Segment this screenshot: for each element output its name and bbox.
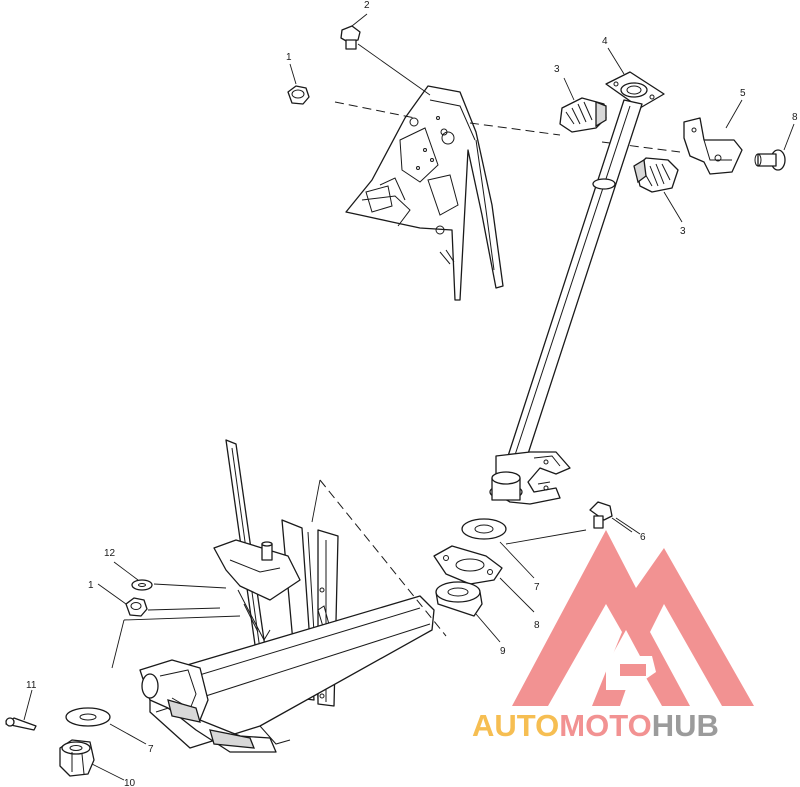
bolt-part-8-right: [754, 149, 786, 171]
upper-frame-bracket: [345, 85, 504, 301]
svg-text:AUTOMOTOHUB: AUTOMOTOHUB: [472, 708, 719, 743]
lower-column-yoke: [489, 451, 571, 505]
callout-6: 6: [640, 532, 646, 543]
washer-part-12: [131, 579, 227, 591]
callout-3-upper: 3: [554, 64, 560, 75]
washer-part-7-center: [461, 518, 507, 540]
callout-5: 5: [740, 88, 746, 99]
callout-9: 9: [500, 646, 506, 657]
logo-text-moto: MOTO: [559, 708, 651, 743]
callout-2: 2: [364, 0, 370, 11]
callout-3-lower: 3: [680, 226, 686, 237]
callout-10: 10: [124, 778, 136, 787]
logo-text-hub: HUB: [652, 708, 719, 743]
flange-part-4: [605, 71, 665, 109]
bushing-part-9: [435, 581, 483, 617]
callout-7-center: 7: [534, 582, 540, 593]
nut-part-1-upper: [287, 85, 310, 105]
callout-7-lower: 7: [148, 744, 154, 755]
castle-nut-part-10: [59, 739, 95, 777]
flange-part-8-lower: [433, 545, 503, 585]
callout-8-lower: 8: [534, 620, 540, 631]
nut-part-1-lower: [123, 597, 241, 621]
steering-column-tube: [501, 99, 643, 467]
lower-main-frame: [111, 439, 447, 753]
callout-1-lower: 1: [88, 580, 94, 591]
washer-part-7-lower: [65, 707, 111, 727]
clamp-part-3-upper: [559, 97, 607, 133]
logo-mark-icon: [512, 530, 754, 706]
clamp-part-3-lower: [633, 157, 679, 193]
callout-4: 4: [602, 36, 608, 47]
cotter-pin-part-11: [5, 717, 37, 731]
callout-1-upper: 1: [286, 52, 292, 63]
automotohub-logo: AUTOMOTOHUB: [472, 530, 754, 743]
callout-11: 11: [26, 680, 37, 691]
callout-8-upper: 8: [792, 112, 798, 123]
callout-12: 12: [104, 548, 116, 559]
bolt-part-2: [340, 25, 431, 96]
bolt-part-6: [589, 501, 633, 533]
logo-text-auto: AUTO: [472, 708, 559, 743]
bracket-part-5: [683, 117, 743, 175]
